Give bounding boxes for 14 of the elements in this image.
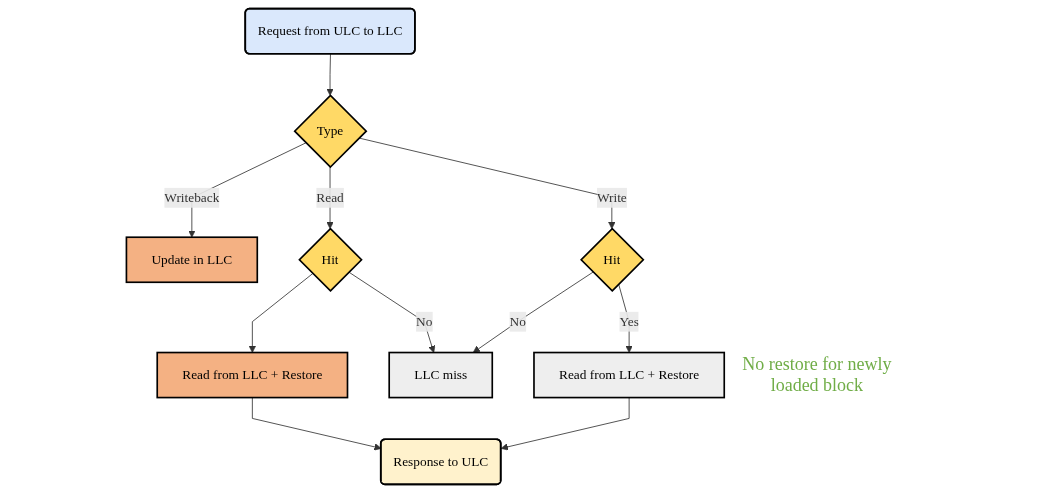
node-box: Read from LLC + Restore <box>156 351 348 399</box>
note: No restore for newly loaded block <box>741 354 893 397</box>
node-diamond: Hit <box>297 227 363 292</box>
node-box: Update in LLC <box>125 236 258 284</box>
node-diamond: Type <box>293 94 368 169</box>
node-diamond: Hit <box>579 227 645 292</box>
edge-label: Read <box>315 190 344 205</box>
edge-label: Yes <box>619 314 639 329</box>
edge-label: No <box>509 314 526 329</box>
node-box: Read from LLC + Restore <box>532 351 725 399</box>
edge-label: Write <box>596 190 627 205</box>
node-box: LLC miss <box>388 351 493 399</box>
edge-label: No <box>415 314 433 329</box>
edge-label: Writeback <box>163 190 220 205</box>
